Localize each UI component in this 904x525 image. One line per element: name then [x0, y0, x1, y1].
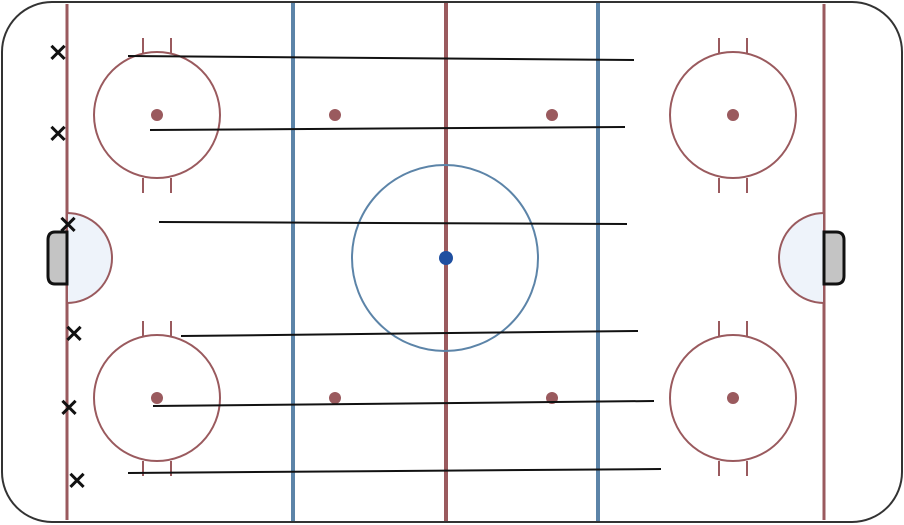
drill-line-4 [180, 330, 639, 337]
neutral-dot-top-right [546, 109, 558, 121]
player-marker: × [58, 393, 80, 423]
player-marker: × [47, 38, 69, 68]
center-faceoff-dot [439, 251, 453, 265]
neutral-dot-top-left [329, 109, 341, 121]
faceoff-dot-bottom-left [151, 392, 163, 404]
right-goal-net [822, 230, 846, 286]
player-marker: × [47, 119, 69, 149]
drill-line-1 [127, 55, 635, 61]
left-goal-crease [66, 211, 113, 305]
left-goal-net [46, 230, 69, 286]
faceoff-circle-bottom-right [669, 321, 797, 476]
faceoff-dot-top-left [151, 109, 163, 121]
drill-line-3 [158, 221, 628, 225]
drill-line-5 [152, 400, 655, 407]
center-faceoff-circle [351, 164, 539, 352]
player-marker: × [66, 466, 88, 496]
drill-line-2 [149, 126, 626, 131]
player-marker: × [63, 319, 85, 349]
faceoff-dot-bottom-right [727, 392, 739, 404]
player-marker: × [57, 210, 79, 240]
faceoff-circle-top-left [93, 38, 221, 193]
right-goal-crease [778, 211, 825, 305]
drill-line-6 [127, 468, 662, 474]
faceoff-dot-top-right [727, 109, 739, 121]
neutral-dot-bottom-left [329, 392, 341, 404]
faceoff-circle-top-right [669, 38, 797, 193]
